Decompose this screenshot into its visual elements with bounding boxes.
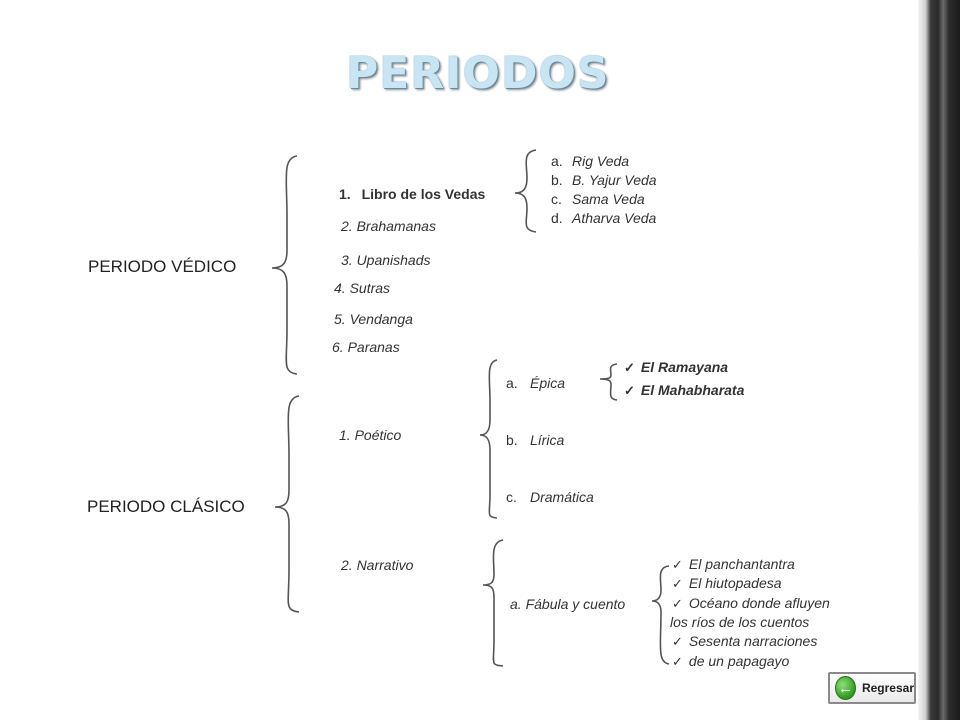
genre-lirica-letter: b.	[506, 432, 518, 448]
genre-epica-letter: a.	[506, 375, 518, 391]
veda-item-a-letter: a.	[551, 153, 563, 169]
genre-dramatica-letter: c.	[506, 489, 517, 505]
epic-mahabharata-label: El Mahabharata	[640, 382, 745, 398]
veda-item-c: c. Sama Veda	[551, 192, 645, 206]
vedic-item-3: 3. Upanishads	[341, 252, 431, 268]
check-icon: ✓	[672, 576, 683, 591]
vedic-item-2: 2. Brahamanas	[341, 218, 436, 234]
genre-lirica-label: Lírica	[530, 432, 565, 448]
genre-item-epica: a. Épica	[506, 376, 565, 390]
back-arrow-icon: ←	[835, 676, 856, 700]
narrativo-label: 2. Narrativo	[341, 557, 414, 573]
epic-ramayana-label: El Ramayana	[640, 359, 729, 375]
decorative-side-strip	[918, 0, 960, 720]
genre-item-dramatica: c. Dramática	[506, 490, 594, 504]
brace-poetico	[479, 359, 498, 519]
regresar-button-label: Regresar	[861, 681, 914, 695]
story-item-3-continuation: los ríos de los cuentos	[670, 614, 810, 630]
check-icon: ✓	[672, 654, 683, 669]
veda-item-a: a. Rig Veda	[551, 154, 629, 168]
story-item-5: ✓ de un papagayo	[672, 654, 789, 668]
brace-clasico	[274, 395, 300, 613]
vedic-item-6: 6. Paranas	[332, 339, 400, 355]
brace-cuentos	[651, 565, 670, 665]
story-item-3: ✓ Océano donde afluyen	[672, 596, 830, 610]
page-title: PERIODOS	[346, 48, 610, 99]
veda-item-a-label: Rig Veda	[572, 153, 630, 169]
periodo-clasico-label: PERIODO CLÁSICO	[87, 497, 245, 516]
brace-vedas	[514, 149, 537, 233]
veda-item-b: b. B. Yajur Veda	[551, 173, 657, 187]
story-item-5-label: de un papagayo	[688, 653, 790, 669]
veda-item-d: d. Atharva Veda	[551, 211, 656, 225]
story-item-2: ✓ El hiutopadesa	[672, 576, 782, 590]
genre-dramatica-label: Dramática	[530, 489, 594, 505]
fabula-label: a. Fábula y cuento	[510, 596, 626, 612]
story-item-4-label: Sesenta narraciones	[688, 633, 818, 649]
veda-item-c-letter: c.	[551, 191, 562, 207]
story-item-2-label: El hiutopadesa	[688, 575, 782, 591]
veda-item-c-label: Sama Veda	[572, 191, 645, 207]
vedic-item-4: 4. Sutras	[334, 280, 391, 296]
check-icon: ✓	[672, 557, 683, 572]
check-icon: ✓	[672, 596, 683, 611]
periodo-vedico-label: PERIODO VÉDICO	[88, 257, 237, 276]
veda-item-d-letter: d.	[551, 210, 563, 226]
story-item-1: ✓ El panchantantra	[672, 557, 795, 571]
vedic-item-1-label: Libro de los Vedas	[361, 186, 486, 202]
story-item-3-label: Océano donde afluyen	[688, 595, 830, 611]
brace-epica	[599, 363, 618, 401]
genre-item-lirica: b. Lírica	[506, 433, 564, 447]
story-item-1-label: El panchantantra	[688, 556, 795, 572]
genre-epica-label: Épica	[530, 375, 566, 391]
check-icon: ✓	[624, 360, 635, 375]
poetico-label: 1. Poético	[339, 427, 402, 443]
veda-item-b-letter: b.	[551, 172, 563, 188]
vedic-item-1-number: 1.	[339, 186, 351, 202]
epic-item-ramayana: ✓ El Ramayana	[624, 360, 728, 374]
vedic-item-5: 5. Vendanga	[334, 311, 413, 327]
check-icon: ✓	[624, 383, 635, 398]
story-item-4: ✓ Sesenta narraciones	[672, 634, 817, 648]
regresar-button[interactable]: ← Regresar	[828, 672, 916, 704]
vedic-item-1: 1. Libro de los Vedas	[339, 187, 485, 201]
brace-narrativo	[482, 539, 504, 667]
brace-vedico	[271, 155, 298, 375]
veda-item-b-label: B. Yajur Veda	[572, 172, 657, 188]
check-icon: ✓	[672, 634, 683, 649]
epic-item-mahabharata: ✓ El Mahabharata	[624, 383, 744, 397]
veda-item-d-label: Atharva Veda	[572, 210, 657, 226]
